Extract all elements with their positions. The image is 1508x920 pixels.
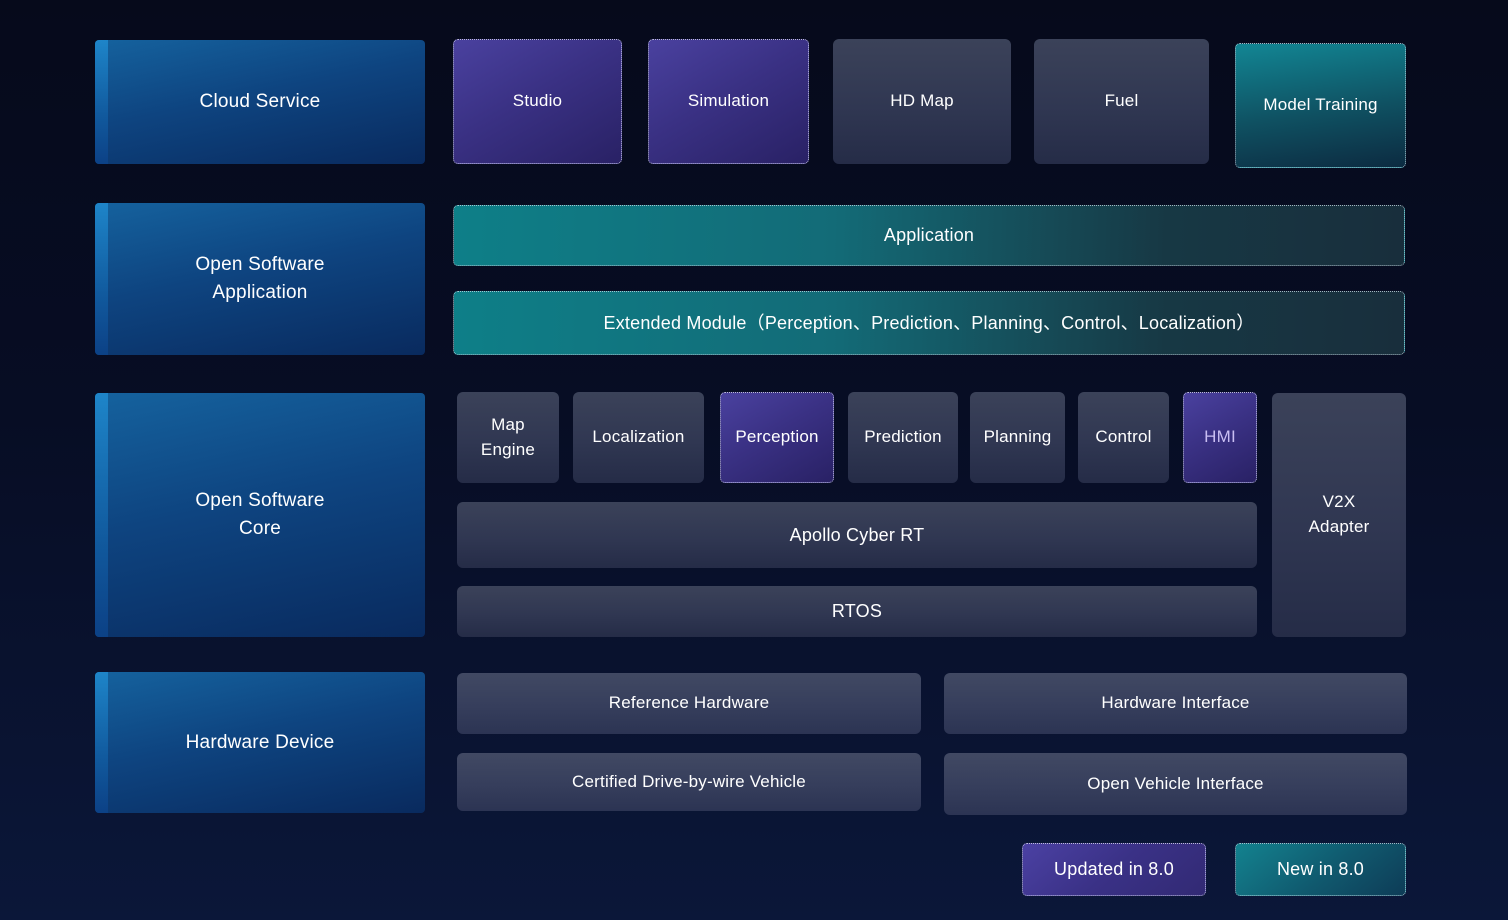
module-hmi-label: HMI [1204, 427, 1236, 447]
module-planning: Planning [970, 392, 1065, 483]
module-v2x-adapter-label: V2X Adapter [1308, 492, 1370, 536]
module-hd-map: HD Map [833, 39, 1011, 164]
module-map-engine-label: Map Engine [480, 414, 536, 459]
module-studio: Studio [453, 39, 622, 164]
module-localization-label: Localization [592, 427, 685, 447]
module-apollo-cyber-rt: Apollo Cyber RT [457, 502, 1257, 568]
module-certified-drive-by-wire-vehicle: Certified Drive-by-wire Vehicle [457, 753, 921, 811]
module-certified-drive-by-wire-vehicle-label: Certified Drive-by-wire Vehicle [572, 771, 806, 791]
module-reference-hardware-label: Reference Hardware [608, 693, 770, 713]
module-reference-hardware: Reference Hardware [457, 673, 921, 734]
category-open-software-core: Open Software Core [95, 393, 425, 637]
module-control: Control [1078, 392, 1169, 483]
category-cloud-service: Cloud Service [95, 40, 425, 164]
category-hardware-device: Hardware Device [95, 672, 425, 813]
accent-stripe [95, 203, 108, 355]
module-open-vehicle-interface: Open Vehicle Interface [944, 753, 1407, 815]
module-model-training: Model Training [1235, 43, 1406, 168]
module-extended-module-label: Extended Module（Perception、Prediction、Pl… [603, 312, 1255, 333]
category-open-software-core-label: Open Software Core [195, 490, 325, 539]
module-simulation: Simulation [648, 39, 809, 164]
module-prediction-label: Prediction [864, 427, 942, 447]
module-simulation-label: Simulation [687, 91, 770, 111]
legend-updated-badge: Updated in 8.0 [1022, 843, 1206, 896]
legend-updated-label: Updated in 8.0 [1054, 859, 1174, 880]
module-extended-module: Extended Module（Perception、Prediction、Pl… [453, 291, 1405, 355]
module-open-vehicle-interface-label: Open Vehicle Interface [1087, 773, 1264, 793]
module-map-engine: Map Engine [457, 392, 559, 483]
module-hmi: HMI [1183, 392, 1257, 483]
legend-new-badge: New in 8.0 [1235, 843, 1406, 896]
module-localization: Localization [573, 392, 704, 483]
module-v2x-adapter: V2X Adapter [1272, 393, 1406, 637]
module-perception-label: Perception [735, 427, 819, 447]
category-cloud-service-label: Cloud Service [199, 91, 321, 113]
accent-stripe [95, 393, 108, 637]
module-hardware-interface-label: Hardware Interface [1101, 693, 1250, 713]
module-studio-label: Studio [512, 91, 563, 111]
category-hardware-device-label: Hardware Device [185, 731, 335, 753]
module-control-label: Control [1095, 427, 1152, 447]
module-application: Application [453, 205, 1405, 266]
accent-stripe [95, 672, 108, 813]
module-perception: Perception [720, 392, 834, 483]
module-fuel-label: Fuel [1104, 91, 1139, 111]
accent-stripe [95, 40, 108, 164]
module-hardware-interface: Hardware Interface [944, 673, 1407, 734]
module-fuel: Fuel [1034, 39, 1209, 164]
module-apollo-cyber-rt-label: Apollo Cyber RT [789, 524, 925, 545]
category-open-software-application: Open Software Application [95, 203, 425, 355]
module-rtos: RTOS [457, 586, 1257, 637]
legend-new-label: New in 8.0 [1276, 859, 1365, 880]
module-prediction: Prediction [848, 392, 958, 483]
module-rtos-label: RTOS [831, 601, 883, 622]
module-hd-map-label: HD Map [890, 91, 954, 111]
module-model-training-label: Model Training [1263, 95, 1378, 115]
module-planning-label: Planning [983, 427, 1052, 447]
module-application-label: Application [883, 225, 975, 246]
category-open-software-application-label: Open Software Application [195, 254, 325, 303]
